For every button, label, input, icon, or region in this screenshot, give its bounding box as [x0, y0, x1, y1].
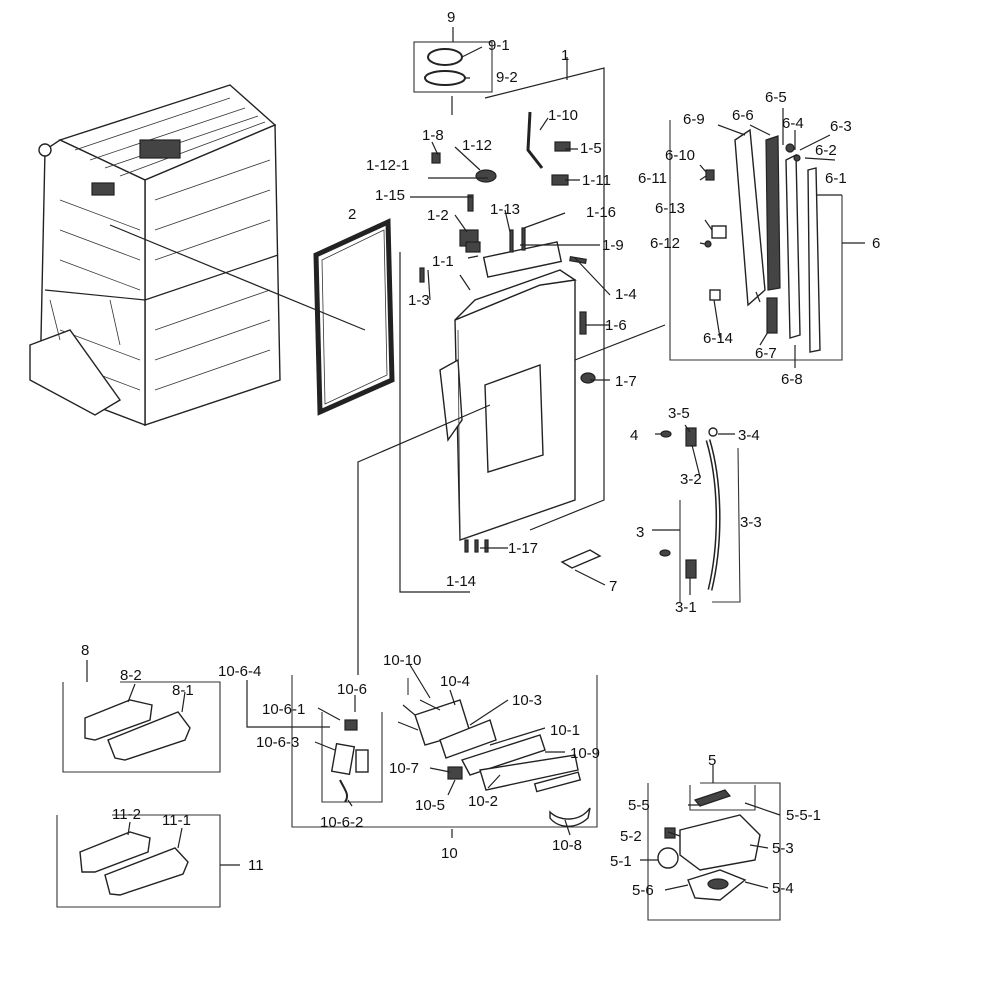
callout-label: 1-12	[462, 137, 492, 154]
callout-label: 8-1	[172, 682, 194, 699]
door-small-parts	[419, 111, 596, 553]
callout-label: 5-5-1	[786, 807, 821, 824]
callout-label: 10-5	[415, 797, 445, 814]
callout-label: 6-9	[683, 111, 705, 128]
callout-label: 1-17	[508, 540, 538, 557]
callout-label: 10-2	[468, 793, 498, 810]
callout-label: 10-8	[552, 837, 582, 854]
callout-label: 10-6-4	[218, 663, 261, 680]
callout-label: 6-5	[765, 89, 787, 106]
callout-label: 10-6-2	[320, 814, 363, 831]
callout-label: 6-8	[781, 371, 803, 388]
callout-label: 5-1	[610, 853, 632, 870]
callout-label: 9-1	[488, 37, 510, 54]
door-gasket	[313, 218, 395, 416]
callout-label: 6-14	[703, 330, 733, 347]
part-11-group	[56, 814, 221, 908]
callout-label: 5-5	[628, 797, 650, 814]
callout-label: 10-6	[337, 681, 367, 698]
callout-label: 10-6-1	[262, 701, 305, 718]
callout-label: 1-6	[605, 317, 627, 334]
callout-label: 8-2	[120, 667, 142, 684]
callout-label: 10-3	[512, 692, 542, 709]
callout-label: 1-2	[427, 207, 449, 224]
part-6-group	[669, 120, 843, 361]
callout-label: 5-4	[772, 880, 794, 897]
callout-label: 10-7	[389, 760, 419, 777]
callout-label: 11	[248, 857, 264, 874]
callout-label: 10-9	[570, 745, 600, 762]
part-5-group	[647, 782, 781, 921]
callout-label: 1-16	[586, 204, 616, 221]
callout-label: 6-2	[815, 142, 837, 159]
callout-label: 1-4	[615, 286, 637, 303]
callout-label: 4	[630, 427, 638, 444]
callout-label: 11-2	[112, 806, 141, 823]
callout-label: 2	[348, 206, 356, 223]
callout-label: 11-1	[162, 812, 191, 829]
callout-label: 6-12	[650, 235, 680, 252]
callout-label: 1-9	[602, 237, 624, 254]
callout-label: 6-10	[665, 147, 695, 164]
callout-label: 1-13	[490, 201, 520, 218]
refrigerator-cabinet	[29, 84, 281, 427]
callout-label: 1-7	[615, 373, 637, 390]
callout-label: 1-15	[375, 187, 405, 204]
part-9-group	[413, 27, 493, 115]
callout-label: 6	[872, 235, 880, 252]
callout-label: 1-10	[548, 107, 578, 124]
callout-label: 6-7	[755, 345, 777, 362]
callout-label: 3-3	[740, 514, 762, 531]
callout-label: 5-3	[772, 840, 794, 857]
callout-label: 5	[708, 752, 716, 769]
leader-lines	[86, 57, 865, 891]
callout-label: 8	[81, 642, 89, 659]
leader-line	[109, 224, 366, 331]
callout-label: 3-2	[680, 471, 702, 488]
callout-label: 3-4	[738, 427, 760, 444]
callout-label: 6-3	[830, 118, 852, 135]
callout-label: 1-14	[446, 573, 476, 590]
callout-label: 3-1	[675, 599, 697, 616]
callout-label: 1-11	[582, 172, 611, 189]
callout-label: 7	[609, 578, 617, 595]
callout-label: 6-13	[655, 200, 685, 217]
callout-label: 1-5	[580, 140, 602, 157]
part-8-group	[62, 681, 221, 773]
callout-label: 1-1	[432, 253, 454, 270]
callout-label: 6-1	[825, 170, 847, 187]
door-assembly	[439, 269, 577, 541]
callout-label: 9-2	[496, 69, 518, 86]
callout-label: 5-6	[632, 882, 654, 899]
callout-label: 10-6-3	[256, 734, 299, 751]
callout-label: 9	[447, 9, 455, 26]
callout-label: 10-10	[383, 652, 421, 669]
part-10-group	[291, 675, 598, 828]
callout-label: 1-12-1	[366, 157, 409, 174]
callout-label: 6-6	[732, 107, 754, 124]
callout-label: 10-1	[550, 722, 580, 739]
part-3-group	[659, 427, 741, 603]
callout-label: 10	[441, 845, 458, 862]
callout-label: 10-4	[440, 673, 470, 690]
callout-label: 3	[636, 524, 644, 541]
callout-labels: 9 9-1 9-2 1 1-10 1-8 1-12 1-5 1-12-1 1-1…	[81, 9, 880, 899]
callout-label: 1-8	[422, 127, 444, 144]
callout-label: 1	[561, 47, 569, 64]
callout-label: 5-2	[620, 828, 642, 845]
callout-label: 6-11	[638, 170, 667, 187]
callout-label: 3-5	[668, 405, 690, 422]
part-7	[560, 549, 602, 569]
callout-label: 1-3	[408, 292, 430, 309]
callout-label: 6-4	[782, 115, 804, 132]
